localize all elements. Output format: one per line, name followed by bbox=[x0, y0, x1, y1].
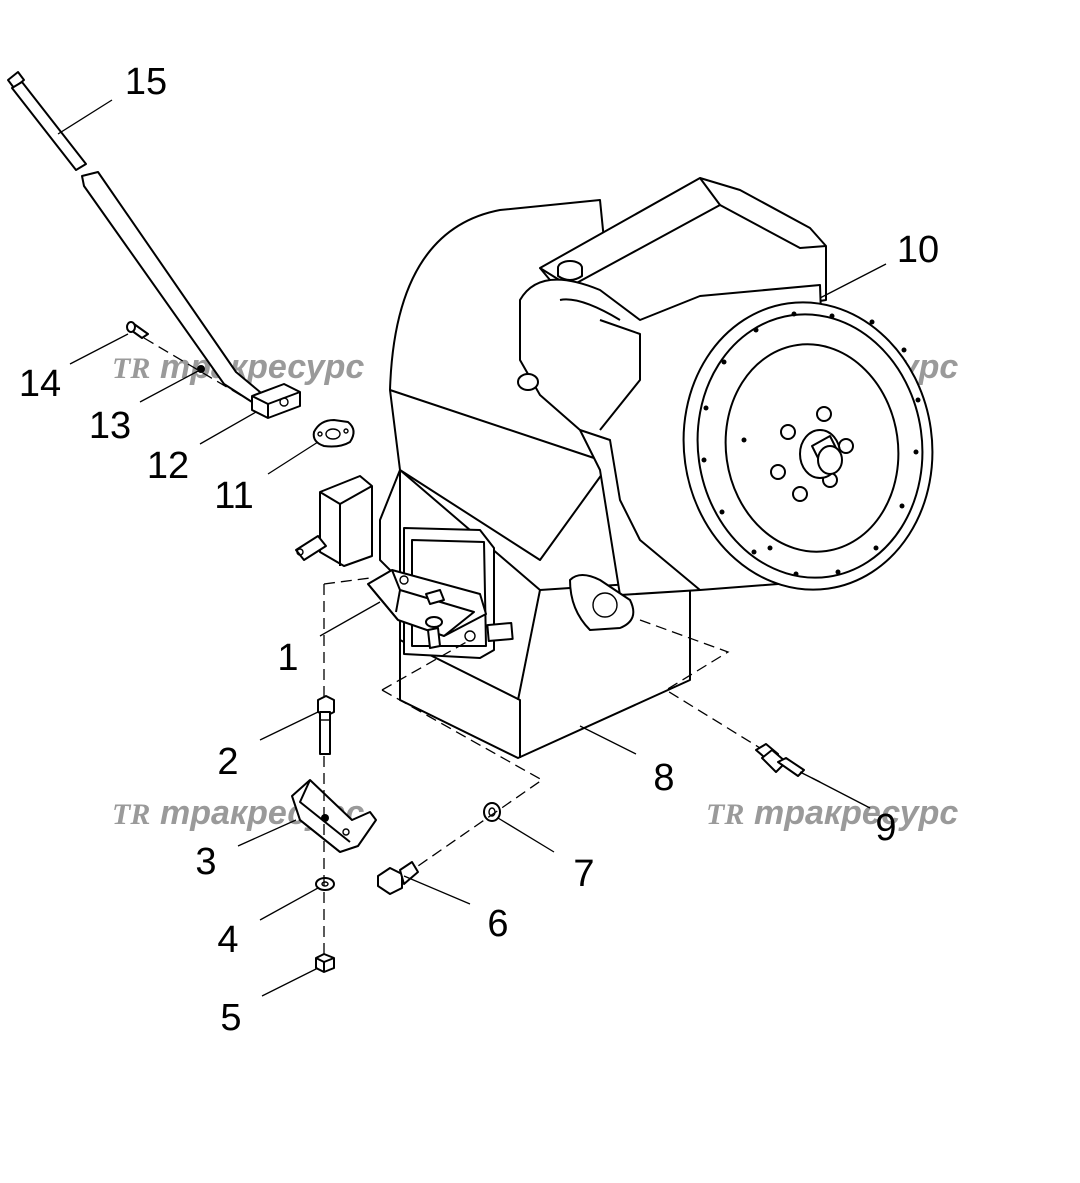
dipstick-tube bbox=[7, 71, 261, 403]
callout-3: 3 bbox=[195, 841, 216, 883]
flange-bolt-holes bbox=[701, 311, 921, 577]
callout-4: 4 bbox=[217, 919, 238, 961]
small-bolt bbox=[126, 321, 149, 339]
side-bolt bbox=[377, 861, 419, 895]
callout-14: 14 bbox=[19, 363, 61, 405]
flat-washer bbox=[315, 877, 335, 891]
watermark-bottom-right: TR тракресурс bbox=[706, 794, 958, 832]
watermark-logo: TR bbox=[112, 352, 150, 385]
mounting-bracket bbox=[367, 569, 487, 649]
sensor bbox=[755, 743, 821, 783]
lock-washer bbox=[483, 802, 501, 822]
mount-bolt bbox=[317, 695, 335, 755]
callout-5: 5 bbox=[220, 997, 241, 1039]
gasket bbox=[312, 419, 355, 448]
assembly-axis bbox=[143, 337, 253, 403]
hex-nut bbox=[315, 953, 335, 973]
connector-block bbox=[251, 383, 301, 419]
callout-12: 12 bbox=[147, 445, 189, 487]
callout-13: 13 bbox=[89, 405, 131, 447]
callout-9: 9 bbox=[875, 807, 896, 849]
flywheel-flange bbox=[682, 301, 934, 591]
callout-7: 7 bbox=[573, 853, 594, 895]
callout-labels: 1 2 3 4 5 6 7 8 9 10 11 12 13 14 15 bbox=[19, 61, 939, 1039]
assembly-lines bbox=[323, 577, 761, 960]
callout-2: 2 bbox=[217, 741, 238, 783]
callout-8: 8 bbox=[653, 757, 674, 799]
callout-15: 15 bbox=[125, 61, 167, 103]
leader-lines bbox=[57, 99, 887, 997]
washer-13 bbox=[197, 365, 205, 373]
callout-11: 11 bbox=[214, 475, 253, 517]
callout-6: 6 bbox=[487, 903, 508, 945]
callout-10: 10 bbox=[897, 229, 939, 271]
cushion-bracket bbox=[291, 779, 377, 853]
watermark-logo: TR bbox=[706, 798, 744, 831]
watermark-text: тракресурс bbox=[754, 794, 958, 832]
watermark-text: тракресурс bbox=[160, 348, 364, 386]
watermark-logo: TR bbox=[112, 798, 150, 831]
callout-1: 1 bbox=[277, 637, 298, 679]
washer-hole bbox=[321, 881, 329, 887]
